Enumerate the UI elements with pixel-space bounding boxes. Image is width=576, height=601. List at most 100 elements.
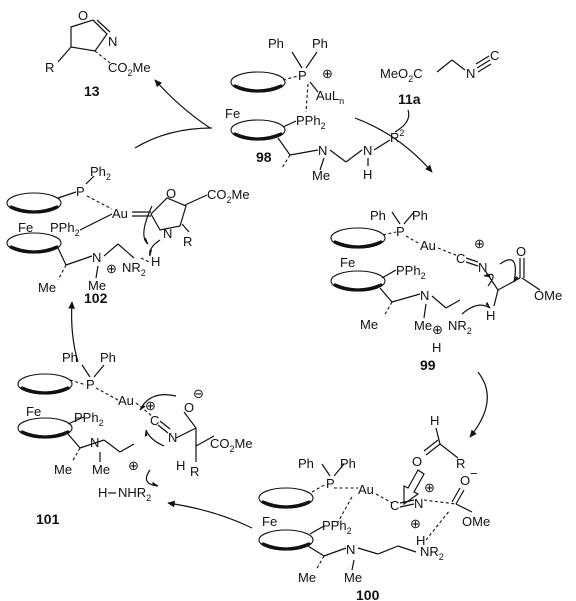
svg-text:R: R bbox=[183, 234, 192, 249]
svg-text:R: R bbox=[190, 464, 199, 479]
svg-text:⊖: ⊖ bbox=[193, 386, 204, 401]
svg-text:C: C bbox=[150, 413, 159, 428]
svg-text:Me: Me bbox=[38, 280, 56, 295]
arrow-102-to-98 bbox=[134, 127, 213, 149]
svg-text:N: N bbox=[92, 250, 101, 265]
isocyanide-N: N bbox=[466, 66, 475, 81]
catalyst-P: P bbox=[298, 68, 307, 83]
compound-11a: MeO2C N C 11a bbox=[380, 48, 499, 107]
svg-text:Me: Me bbox=[360, 317, 378, 332]
compound-98: P Ph Ph ⊕ AuLn Fe PPh2 N Me N H R2 98 bbox=[225, 36, 404, 183]
svg-text:NR2: NR2 bbox=[122, 260, 146, 278]
svg-text:N: N bbox=[420, 288, 429, 303]
svg-text:⊕: ⊕ bbox=[474, 236, 485, 251]
svg-text:Me: Me bbox=[344, 570, 362, 585]
svg-text:Ph: Ph bbox=[268, 36, 284, 51]
arrow-11a-to-98 bbox=[394, 109, 410, 133]
svg-text:⊕: ⊕ bbox=[145, 398, 156, 413]
label-102: 102 bbox=[84, 290, 108, 306]
isocyanide-MeO2C: MeO2C bbox=[380, 66, 423, 84]
compound-101: P Ph Ph Au C ⊕ N O ⊖ CO2Me R H Fe PPh2 M… bbox=[17, 350, 253, 527]
svg-text:Ph2: Ph2 bbox=[90, 164, 111, 182]
svg-text:Ph: Ph bbox=[298, 456, 314, 471]
svg-text:CO2Me: CO2Me bbox=[207, 187, 250, 205]
label-13: 13 bbox=[84, 83, 100, 99]
svg-text:N: N bbox=[318, 143, 327, 158]
svg-text:N: N bbox=[478, 260, 487, 275]
catalyst-Fe: Fe bbox=[225, 106, 240, 121]
svg-text:⊕: ⊕ bbox=[424, 480, 435, 495]
label-99: 99 bbox=[420, 357, 436, 373]
svg-text:Ph: Ph bbox=[312, 36, 328, 51]
svg-text:C: C bbox=[456, 251, 465, 266]
svg-text:N: N bbox=[346, 542, 355, 557]
svg-text:N: N bbox=[90, 435, 99, 450]
au-102: Au bbox=[112, 206, 128, 221]
svg-text:H: H bbox=[430, 413, 439, 428]
svg-text:R: R bbox=[456, 456, 465, 471]
arrow-100-to-101 bbox=[167, 500, 253, 529]
svg-text:Me: Me bbox=[92, 462, 110, 477]
svg-text:Au: Au bbox=[118, 393, 134, 408]
svg-text:Me: Me bbox=[54, 462, 72, 477]
svg-text:Ph: Ph bbox=[62, 350, 78, 365]
svg-text:PPh2: PPh2 bbox=[396, 263, 426, 281]
svg-text:Fe: Fe bbox=[262, 514, 277, 529]
cycle-arrows bbox=[68, 79, 488, 529]
svg-text:H: H bbox=[176, 458, 185, 473]
arrow-101-to-102 bbox=[68, 301, 79, 363]
svg-text:N: N bbox=[168, 430, 177, 445]
svg-text:⊕: ⊕ bbox=[106, 261, 117, 276]
svg-text:Fe: Fe bbox=[340, 255, 355, 270]
svg-text:Me: Me bbox=[312, 168, 330, 183]
svg-text:Ph: Ph bbox=[412, 208, 428, 223]
svg-text:N: N bbox=[163, 226, 172, 241]
svg-text:O: O bbox=[412, 454, 422, 469]
svg-text:N: N bbox=[414, 496, 423, 511]
oxazoline-R: R bbox=[45, 60, 54, 75]
svg-text:H: H bbox=[98, 485, 107, 500]
svg-text:N: N bbox=[363, 143, 372, 158]
svg-text:Ph: Ph bbox=[370, 208, 386, 223]
svg-text:⊕: ⊕ bbox=[410, 516, 421, 531]
svg-text:H: H bbox=[363, 167, 372, 182]
compound-100: H O R O − OMe P Ph Ph Au C N ⊕ Fe bbox=[258, 413, 490, 601]
svg-text:P: P bbox=[86, 377, 95, 392]
svg-text:Me: Me bbox=[414, 318, 432, 333]
svg-text:Au: Au bbox=[420, 238, 436, 253]
svg-text:O: O bbox=[166, 186, 176, 201]
oxazoline-O: O bbox=[78, 8, 88, 23]
svg-text:CO2Me: CO2Me bbox=[210, 436, 253, 454]
svg-text:⊕: ⊕ bbox=[128, 458, 139, 473]
svg-text:O: O bbox=[184, 400, 194, 415]
isocyanide-C: C bbox=[490, 48, 499, 63]
svg-text:⊕: ⊕ bbox=[322, 66, 333, 81]
label-98: 98 bbox=[256, 149, 272, 165]
svg-text:P: P bbox=[76, 184, 85, 199]
oxazoline-CO2Me: CO2Me bbox=[108, 60, 151, 78]
svg-text:Me: Me bbox=[298, 570, 316, 585]
svg-text:P: P bbox=[396, 224, 405, 239]
arrow-98-to-13 bbox=[154, 79, 211, 129]
svg-text:H: H bbox=[416, 533, 425, 548]
svg-text:Me: Me bbox=[88, 278, 106, 293]
svg-text:P: P bbox=[326, 476, 335, 491]
svg-text:H: H bbox=[151, 254, 160, 269]
svg-text:−: − bbox=[470, 466, 478, 481]
svg-text:NR2: NR2 bbox=[420, 544, 444, 562]
oxazoline-N: N bbox=[108, 34, 117, 49]
catalyst-PPh2: PPh2 bbox=[296, 113, 326, 131]
compound-13: O N R CO2Me 13 bbox=[45, 8, 151, 99]
compound-102: P Ph2 Fe PPh2 Au O N CO2Me R H Me N Me ⊕… bbox=[6, 164, 250, 306]
svg-text:⊕: ⊕ bbox=[432, 322, 443, 337]
svg-text:O: O bbox=[460, 473, 470, 488]
svg-text:R2: R2 bbox=[390, 128, 404, 145]
svg-text:Au: Au bbox=[358, 482, 374, 497]
svg-text:OMe: OMe bbox=[462, 514, 490, 529]
svg-text:PPh2: PPh2 bbox=[50, 220, 80, 238]
label-101: 101 bbox=[36, 511, 60, 527]
label-100: 100 bbox=[356, 587, 380, 601]
svg-text:Fe: Fe bbox=[18, 220, 33, 235]
arrow-98-to-99 bbox=[354, 117, 433, 173]
